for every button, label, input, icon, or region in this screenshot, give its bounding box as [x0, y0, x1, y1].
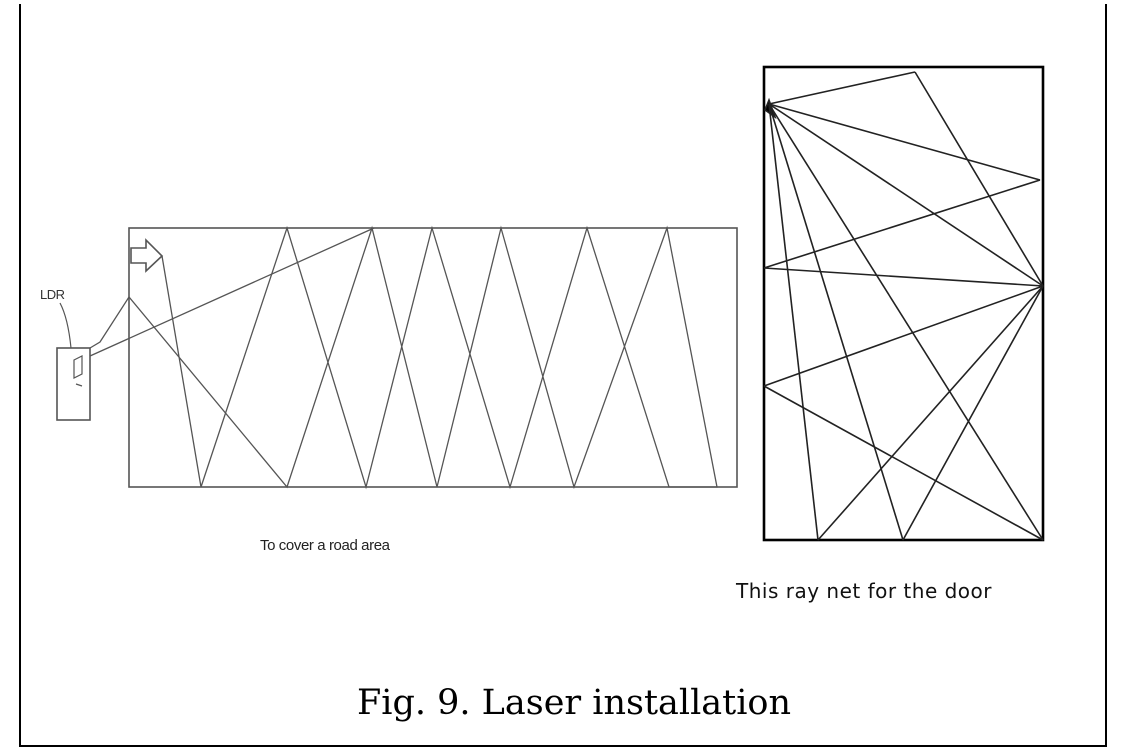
ldr-sensor-mark — [73, 355, 83, 387]
ldr-box — [56, 347, 91, 421]
door-ray-net — [763, 71, 1044, 541]
road-ray-direct — [89, 227, 375, 357]
figure-caption: Fig. 9. Laser installation — [356, 683, 792, 723]
figure-frame — [19, 4, 1107, 747]
laser-source-arrow — [130, 238, 164, 273]
ldr-label: LDR — [40, 287, 65, 302]
door-rect — [762, 65, 1045, 542]
road-area-rect — [128, 227, 738, 488]
road-area-caption: To cover a road area — [260, 537, 390, 554]
road-ray-path — [89, 225, 718, 490]
ldr-leader-line — [59, 302, 72, 349]
door-ray-net-caption: This ray net for the door — [736, 579, 993, 603]
